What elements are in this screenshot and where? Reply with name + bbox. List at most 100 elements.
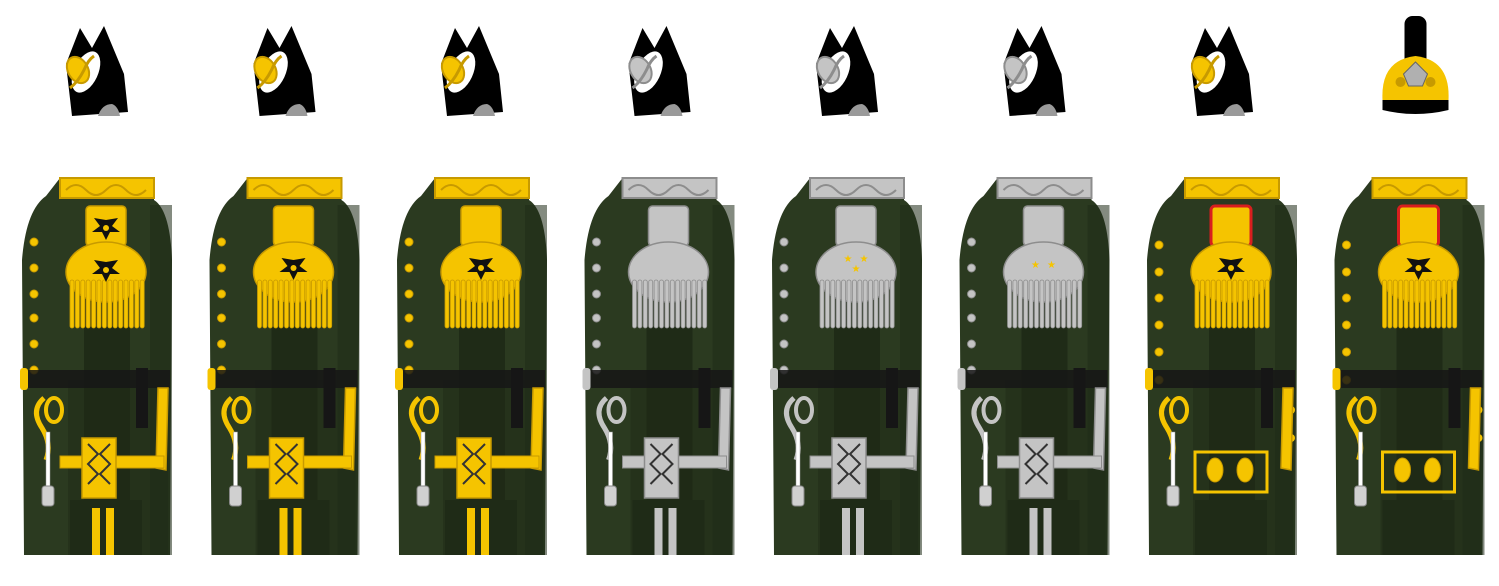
rank-star: ★ (1031, 260, 1040, 271)
epaulette-fringe (873, 279, 879, 329)
epaulette-fringe (686, 279, 691, 329)
hat-bottom-silver (660, 104, 683, 116)
epaulette-fringe (85, 279, 91, 329)
uniform-7 (1145, 26, 1297, 555)
coat-button (592, 237, 601, 247)
trouser-stripe (106, 508, 114, 555)
belt-ring (957, 368, 966, 390)
coat-button (779, 289, 789, 299)
sword-hanger (136, 368, 148, 428)
hilt-loop (419, 396, 439, 424)
epaulette-fringe (1017, 279, 1023, 329)
sword-knot-tassel (229, 485, 242, 507)
hilt-loop (981, 396, 1002, 424)
sword-hanger (323, 368, 336, 428)
plume (1404, 16, 1427, 68)
pocket-embroidery (1206, 457, 1224, 483)
epaulette-fringe (889, 279, 895, 329)
epaulette-fringe (1210, 279, 1216, 329)
coat-button (592, 263, 601, 273)
sash-pattern (86, 443, 112, 485)
epaulette-fringe (1243, 279, 1248, 329)
eagle-emblem (467, 258, 495, 280)
trouser-stripe (842, 508, 850, 555)
epaulette-fringe (1259, 279, 1265, 329)
epaulette-fringe (289, 279, 295, 329)
epaulette-fringe (107, 279, 113, 329)
sword-knot-cord (983, 431, 988, 489)
hilt-loop (1169, 396, 1189, 424)
epaulette-fringe (852, 279, 857, 329)
epaulette-fringe (835, 279, 841, 329)
sword-hilt (34, 396, 64, 507)
epaulette-fringe (257, 279, 262, 329)
epaulette-strap (272, 205, 315, 247)
sword-hilt (1159, 396, 1189, 507)
epaulette-fringe (1264, 279, 1270, 329)
epaulette-fringe (830, 279, 836, 329)
epaulette-fringe (1028, 279, 1034, 329)
epaulette-fringe (1452, 279, 1458, 329)
uniform-3 (395, 26, 547, 555)
belt-ring (582, 368, 591, 390)
bicorne-hat (1190, 26, 1253, 116)
eagle-emblem (1404, 258, 1433, 280)
bicorne-hat (815, 26, 878, 116)
epaulette-strap (835, 205, 877, 247)
epaulette-fringe (664, 279, 670, 329)
sword-belt (1336, 370, 1483, 388)
coat-button (1342, 320, 1351, 330)
scabbard-chape (905, 387, 919, 471)
eagle-shield (1415, 265, 1422, 271)
epaulette-fringe (493, 279, 498, 329)
epaulette-fringe (1392, 279, 1398, 329)
epaulette-fringe (466, 279, 471, 329)
epaulette-strap (647, 205, 690, 247)
coat-button (1342, 347, 1351, 357)
epaulette-fringe (118, 279, 123, 329)
sword-belt (1149, 370, 1295, 388)
sword-knot-tassel (41, 485, 55, 507)
hat-bottom-silver (1223, 104, 1245, 116)
epaulette-fringe (509, 279, 515, 329)
epaulette-fringe (112, 279, 118, 329)
epaulette-fringe (1398, 279, 1404, 329)
epaulette-fringe (642, 279, 648, 329)
coat-button (1154, 347, 1164, 357)
trouser-stripe (279, 508, 288, 555)
coat-button (592, 313, 601, 323)
sword-hanger (886, 368, 898, 428)
coat-button (592, 289, 601, 299)
hat-loop-detail (1006, 54, 1033, 90)
coat: ★★★ (770, 177, 922, 555)
epaulette-fringe (504, 279, 509, 329)
coat (1145, 177, 1297, 555)
hat-loop-detail (819, 54, 845, 90)
coat-button (29, 339, 39, 349)
epaulette-fringe (1039, 279, 1045, 329)
epaulette-fringe (846, 279, 852, 329)
epaulette-fringe (1248, 279, 1254, 329)
sword-hilt (596, 396, 627, 507)
epaulette-fringe (1050, 279, 1056, 329)
bicorne-hat (253, 26, 316, 116)
collar-pattern (627, 184, 710, 196)
coat-button (1154, 320, 1164, 330)
epaulette-strap (1022, 205, 1065, 247)
epaulette-fringe (696, 279, 702, 329)
coat-button (1154, 293, 1164, 303)
belt-ring (20, 368, 28, 390)
epaulette-strap (460, 205, 502, 247)
bicorne-hat (440, 26, 503, 116)
coat-button (1154, 240, 1164, 250)
sword-knot-tassel (791, 485, 805, 507)
epaulette-fringe (139, 279, 145, 329)
coat-button (967, 289, 976, 299)
epaulette-fringe (1200, 279, 1205, 329)
trouser-stripe (654, 508, 663, 555)
epaulette-fringe (648, 279, 654, 329)
rank-star: ★ (852, 264, 861, 275)
coat-button (29, 313, 39, 323)
epaulette-fringe (482, 279, 488, 329)
